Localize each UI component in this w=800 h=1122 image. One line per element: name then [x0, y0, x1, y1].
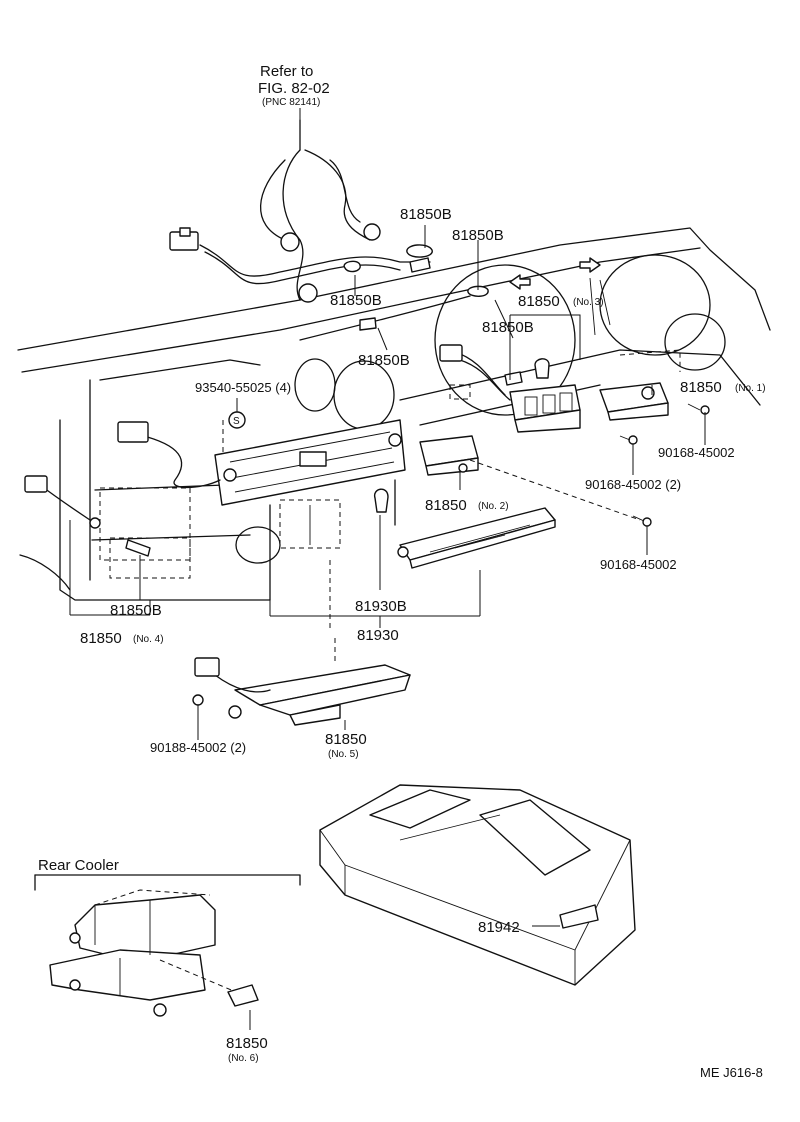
label-81850-no5: 81850 — [325, 731, 367, 748]
heater-control-panel — [24, 411, 406, 601]
reference-line1: Refer to — [260, 63, 313, 80]
screw-symbol: S — [233, 416, 240, 427]
label-81850b-wire: 81850B — [330, 292, 382, 309]
label-81850-no4: 81850 — [80, 630, 122, 647]
rear-cooler-unit — [34, 874, 301, 1017]
reference-line3: (PNC 82141) — [262, 97, 320, 108]
label-81850b-center: 81850B — [452, 227, 504, 244]
label-81942: 81942 — [478, 919, 520, 936]
label-81850-no6-sub: (No. 6) — [228, 1053, 259, 1064]
label-81850-no2: 81850 — [425, 497, 467, 514]
label-81850b-right: 81850B — [482, 319, 534, 336]
label-81850-no6: 81850 — [226, 1035, 268, 1052]
label-81850b-panel: 81850B — [358, 352, 410, 369]
label-90188: 90188-45002 (2) — [150, 740, 246, 755]
label-81850-no5-sub: (No. 5) — [328, 749, 359, 760]
instrument-panel — [17, 227, 771, 601]
label-90168-b: 90168-45002 (2) — [585, 477, 681, 492]
switch-strip — [397, 459, 641, 569]
label-81850b-left: 81850B — [110, 602, 162, 619]
wire-harness-top — [169, 119, 489, 331]
label-81850-no2-sub: (No. 2) — [478, 501, 509, 512]
label-93540: 93540-55025 (4) — [195, 380, 291, 395]
leader-lines — [69, 108, 706, 1030]
label-90168-a: 90168-45002 — [658, 445, 735, 460]
label-90168-c: 90168-45002 — [600, 557, 677, 572]
label-81930: 81930 — [357, 627, 399, 644]
drawing-code: ME J616-8 — [700, 1065, 763, 1080]
label-81850-no3-sub: (No. 3) — [573, 297, 604, 308]
console-box — [319, 784, 636, 986]
lower-switch-assembly — [192, 560, 411, 726]
rear-cooler-title: Rear Cooler — [38, 857, 119, 874]
switch-assembly — [419, 344, 710, 527]
label-81850-no3: 81850 — [518, 293, 560, 310]
reference-line2: FIG. 82-02 — [258, 80, 330, 97]
label-81930b: 81930B — [355, 598, 407, 615]
callout-labels: Refer to FIG. 82-02 (PNC 82141) 81850B 8… — [38, 63, 766, 1080]
label-81850-no4-sub: (No. 4) — [133, 634, 164, 645]
label-81850b-top: 81850B — [400, 206, 452, 223]
label-81850-no1-sub: (No. 1) — [735, 383, 766, 394]
label-81850-no1: 81850 — [680, 379, 722, 396]
